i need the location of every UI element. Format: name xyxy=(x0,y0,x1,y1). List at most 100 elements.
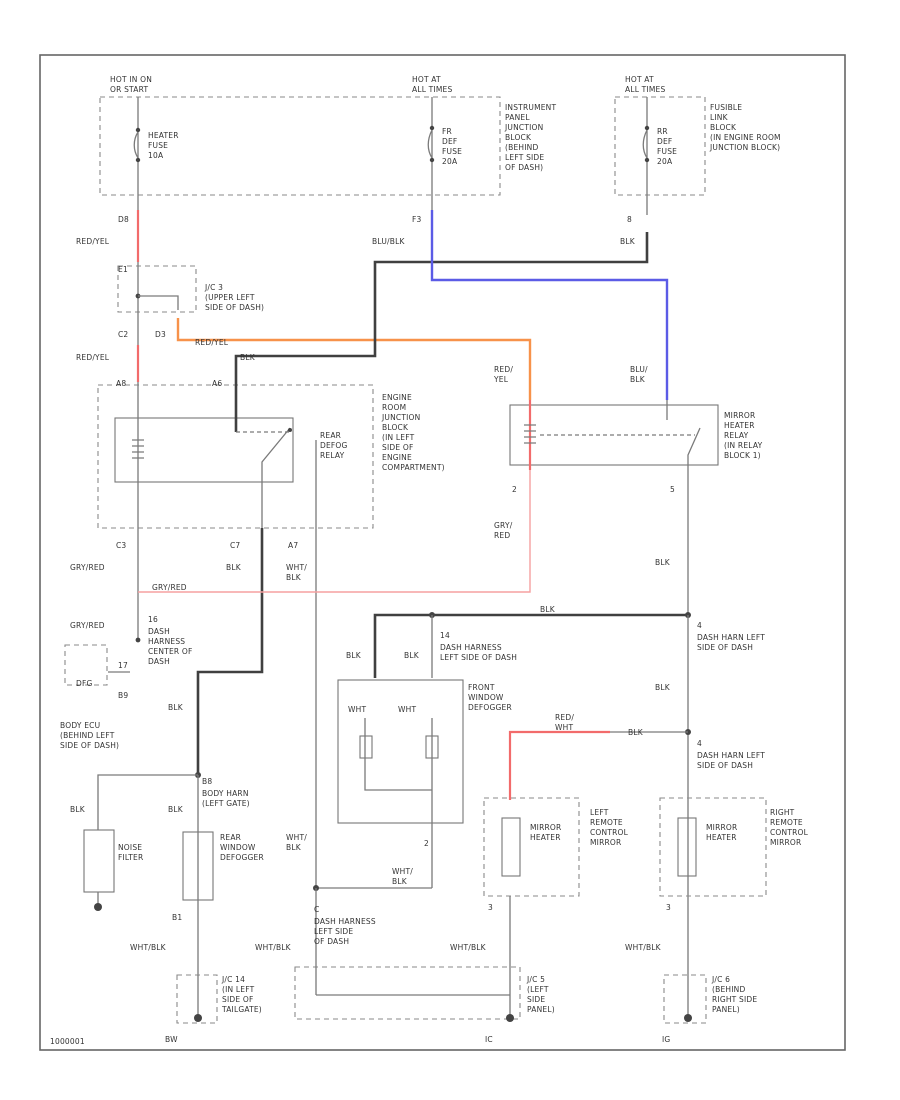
label-wire-blk-ecu: BLK xyxy=(168,703,184,712)
label-wire-wht-blk-5: WHT/BLK xyxy=(450,943,487,952)
label-connector-2a: 2 xyxy=(512,485,517,494)
ground-jc14 xyxy=(194,1014,202,1022)
node xyxy=(135,127,141,133)
ground-noise-filter xyxy=(94,903,102,911)
label-wire-wht-blk-1: WHT/BLK xyxy=(286,833,307,852)
node xyxy=(644,125,650,131)
rr-def-fuse-symbol xyxy=(642,129,648,159)
label-connector-d3: D3 xyxy=(155,330,166,339)
wire-jc3-branch xyxy=(138,295,179,310)
label-wire-wht-blk-4: WHT/BLK xyxy=(255,943,292,952)
front-window-defogger-box xyxy=(337,679,464,824)
label-wire-blk-mid: BLK xyxy=(240,353,256,362)
wire-blk-noise xyxy=(97,774,198,830)
wire-gry-red-2 xyxy=(138,470,531,593)
node xyxy=(135,637,141,643)
mirror-relay-contact xyxy=(666,400,701,470)
label-wire-blk-top: BLK xyxy=(620,237,636,246)
fr-def-fuse-symbol xyxy=(427,129,433,159)
left-mirror-box xyxy=(483,797,580,897)
label-wire-red-yel-3: RED/YEL xyxy=(195,338,229,347)
label-connector-5a: 5 xyxy=(670,485,675,494)
wire-blk-c7 xyxy=(196,545,264,775)
label-wire-blu-blk-2: BLU/BLK xyxy=(630,365,648,384)
label-wire-blk-a: BLK xyxy=(346,651,362,660)
label-wire-red-yel-2: RED/YEL xyxy=(76,353,110,362)
label-connector-e1: E1 xyxy=(118,265,128,274)
label-ground-ig: IG xyxy=(662,1035,670,1044)
label-ground-bw: BW xyxy=(165,1035,178,1044)
label-connector-f3: F3 xyxy=(412,215,422,224)
label-wire-red-yel-4: RED/YEL xyxy=(493,365,513,384)
label-body-harn: BODY HARN(LEFT GATE) xyxy=(202,789,250,808)
label-connector-8: 8 xyxy=(627,215,632,224)
label-wire-wht-blk-2: WHT/BLK xyxy=(392,867,413,886)
node xyxy=(135,157,141,163)
label-connector-4a: 4 xyxy=(697,621,702,630)
label-wire-blk-c7: BLK xyxy=(226,563,242,572)
label-wire-wht-blk-3: WHT/BLK xyxy=(130,943,167,952)
wire-red-yel-3 xyxy=(176,318,532,400)
label-wire-wht-blk-a7: WHT/BLK xyxy=(286,563,307,582)
jc6-box xyxy=(663,974,707,1024)
diagram-frame xyxy=(39,54,846,1051)
label-connector-c: C xyxy=(314,905,319,914)
right-mirror-heater-element xyxy=(677,817,697,877)
label-connector-b9: B9 xyxy=(118,691,128,700)
label-diagram-id: 1000001 xyxy=(50,1037,85,1046)
label-connector-a7: A7 xyxy=(288,541,298,550)
heater-fuse-symbol xyxy=(133,131,139,159)
label-wire-red-wht: RED/WHT xyxy=(555,713,574,732)
label-connector-b8: B8 xyxy=(202,777,212,786)
label-wire-gry-red-4: GRY/RED xyxy=(70,621,105,630)
instrument-panel-junction-block-box xyxy=(99,96,501,196)
label-connector-b1: B1 xyxy=(172,913,182,922)
noise-filter-box xyxy=(83,829,115,893)
label-ground-ic: IC xyxy=(485,1035,493,1044)
label-connector-4b: 4 xyxy=(697,739,702,748)
rear-defogger-box xyxy=(182,831,214,901)
wire-blu-blk xyxy=(430,210,669,400)
label-connector-c2: C2 xyxy=(118,330,128,339)
mirror-relay-coil xyxy=(524,424,536,444)
label-junction-17: 17 xyxy=(118,661,128,670)
node xyxy=(288,428,292,432)
label-connector-a8: A8 xyxy=(116,379,126,388)
label-wire-blk-noise: BLK xyxy=(70,805,86,814)
fusible-link-block-box xyxy=(614,96,706,196)
mirror-heater-relay-body xyxy=(509,404,719,466)
front-defogger-wiring xyxy=(364,718,433,830)
label-connector-2b: 2 xyxy=(424,839,429,848)
label-connector-c7: C7 xyxy=(230,541,240,550)
right-mirror-box xyxy=(659,797,767,897)
jc3-box xyxy=(117,265,197,313)
label-wire-blk-bus: BLK xyxy=(540,605,556,614)
label-wire-gry-red-1: GRY/RED xyxy=(70,563,105,572)
wire-blk-bus xyxy=(373,613,688,678)
jc14-box xyxy=(176,974,218,1024)
front-defogger-element-2 xyxy=(425,735,439,759)
wire-blk-main xyxy=(234,232,649,382)
dfg-box xyxy=(64,644,108,686)
rear-defog-relay-body xyxy=(114,417,294,483)
label-connector-c3: C3 xyxy=(116,541,126,550)
